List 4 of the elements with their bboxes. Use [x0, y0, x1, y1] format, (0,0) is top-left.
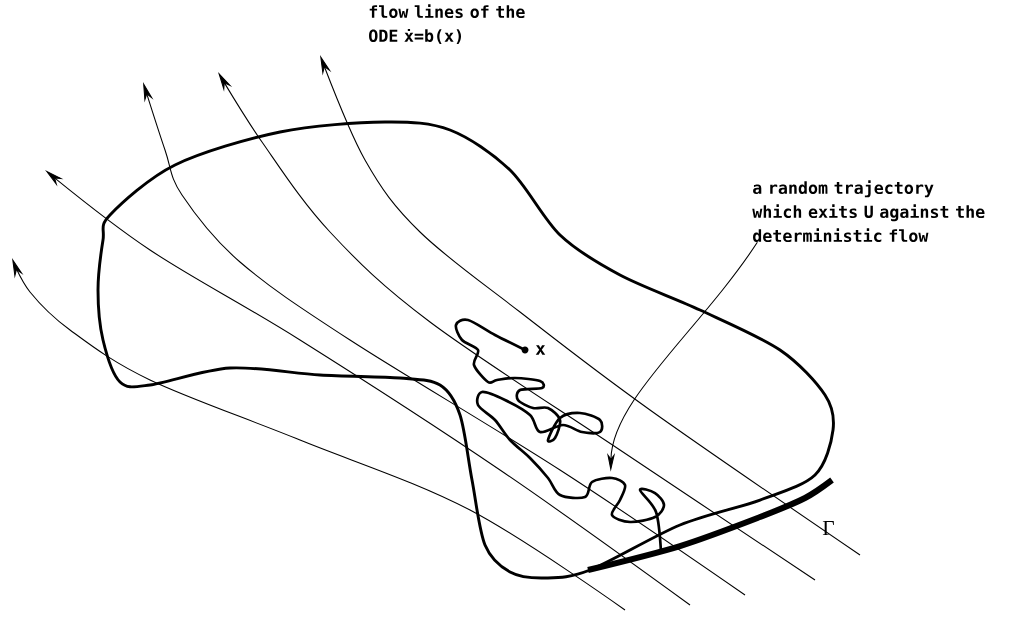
caption-text: flow lines of the ODE ẋ=b(x) [369, 4, 525, 44]
annotation-text: a random trajectory which exits U against the deterministic flow [752, 180, 985, 243]
point-label: x [535, 345, 546, 355]
boundary-label: Γ [822, 521, 834, 535]
